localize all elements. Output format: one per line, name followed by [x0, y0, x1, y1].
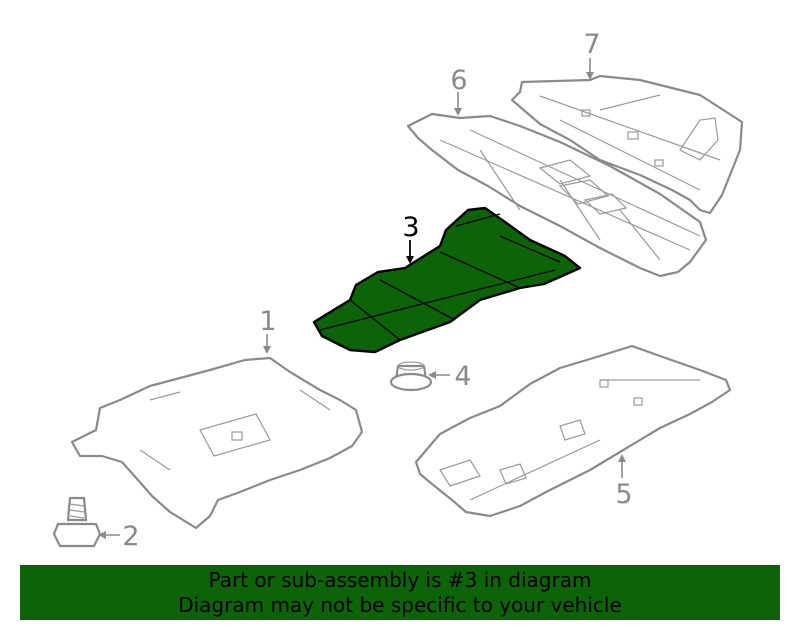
callout-7: 7 — [583, 29, 600, 60]
part-6-middle-cover[interactable] — [406, 112, 708, 278]
callout-2: 2 — [122, 521, 139, 552]
banner-line-2: Diagram may not be specific to your vehi… — [178, 593, 622, 617]
callout-1: 1 — [259, 306, 276, 337]
info-banner: Part or sub-assembly is #3 in diagram Di… — [20, 565, 780, 620]
part-3-front-undercover[interactable] — [312, 206, 582, 354]
leader-lines — [98, 58, 626, 539]
callout-3: 3 — [402, 212, 419, 243]
callout-4: 4 — [454, 361, 471, 392]
part-1-front-cover[interactable] — [70, 356, 364, 530]
part-2-bolt[interactable] — [52, 496, 102, 548]
banner-line-1: Part or sub-assembly is #3 in diagram — [208, 568, 592, 592]
callout-6: 6 — [450, 65, 467, 96]
part-7-rear-cover[interactable] — [510, 74, 744, 215]
parts-diagram: 7 6 3 1 4 2 5 — [52, 29, 744, 552]
part-4-clip[interactable] — [389, 361, 433, 392]
part-5-side-cover[interactable] — [414, 344, 732, 518]
callout-5: 5 — [615, 479, 632, 510]
